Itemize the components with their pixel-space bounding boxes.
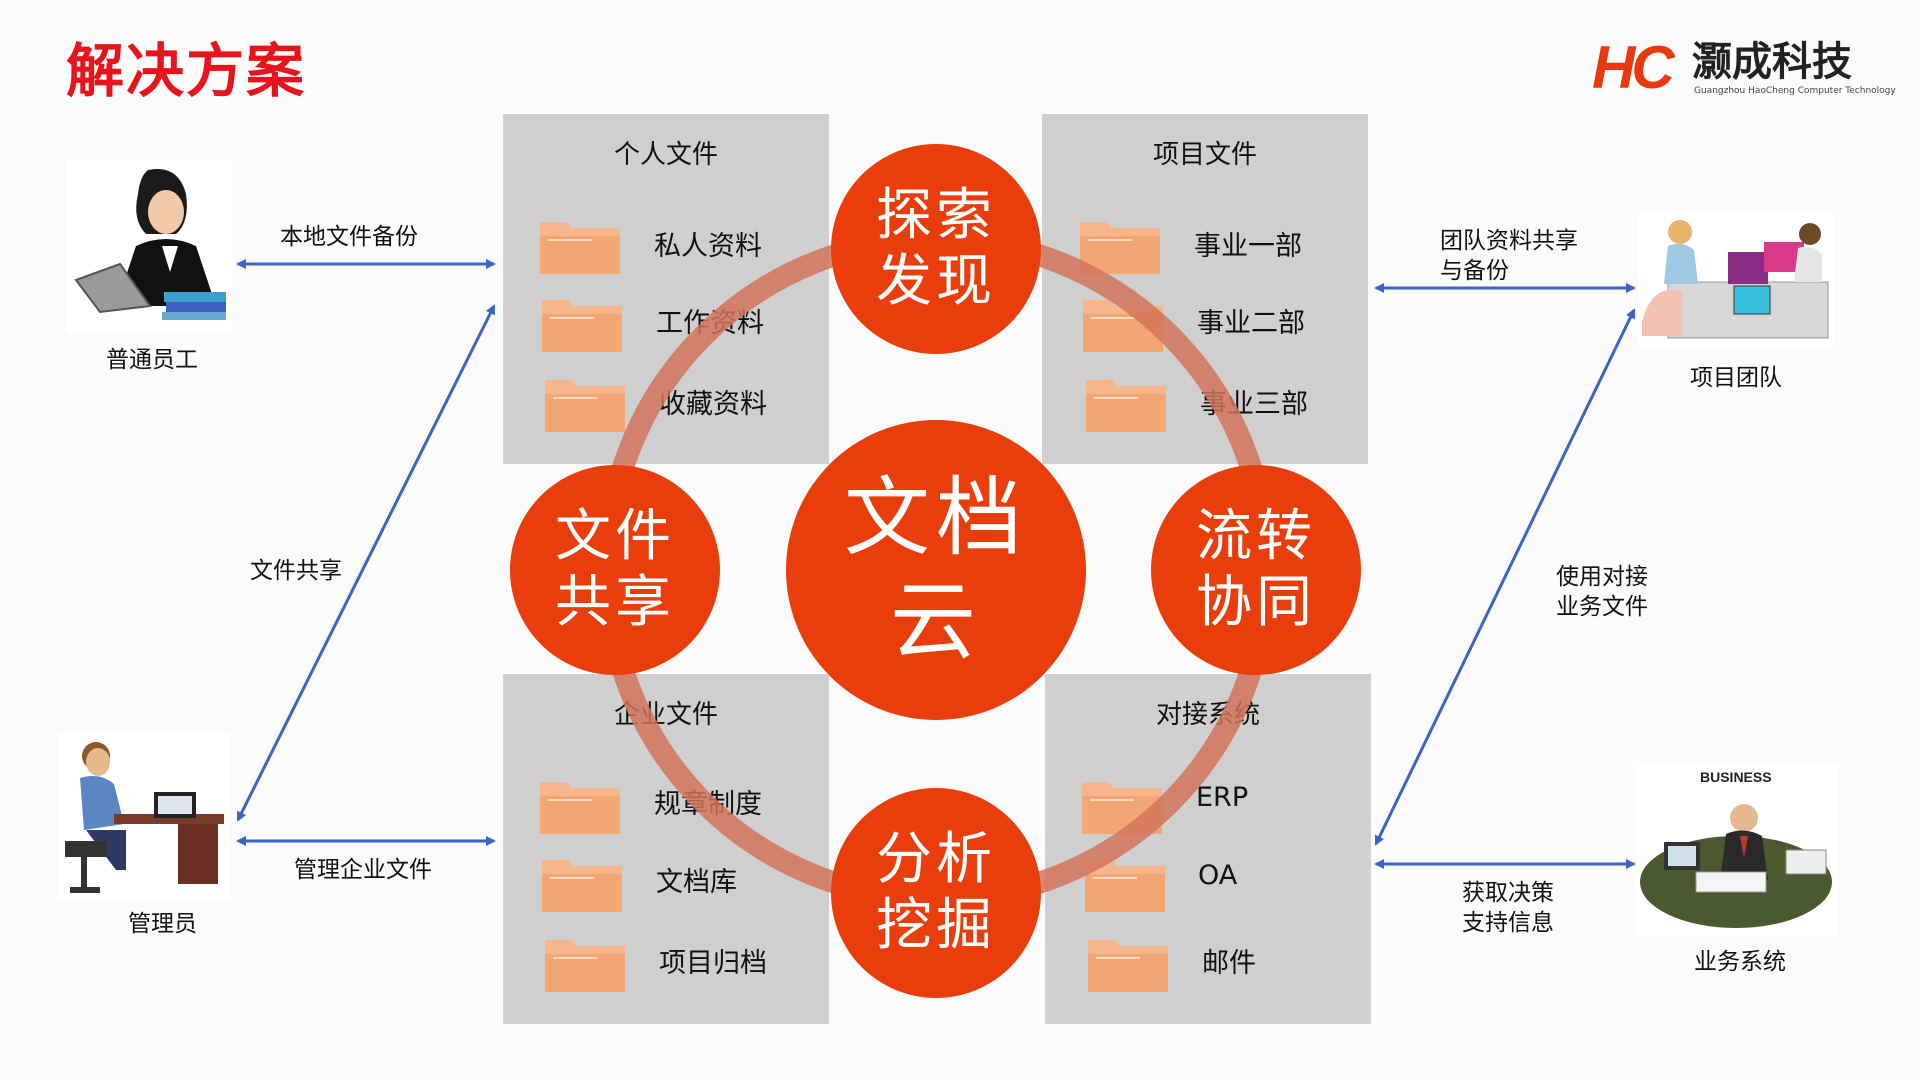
link-label-backup: 本地文件备份 <box>280 224 418 250</box>
logo-name: 灏成科技 <box>1692 39 1852 85</box>
folder-label[interactable]: 邮件 <box>1202 948 1256 979</box>
folder-icon <box>542 860 622 912</box>
link-label-line: 团队资料共享 <box>1440 228 1578 254</box>
folder-label[interactable]: 事业二部 <box>1197 308 1305 339</box>
link-label-manage: 管理企业文件 <box>294 857 432 883</box>
link-label-line: 与备份 <box>1440 258 1509 284</box>
logo-mark: HC <box>1592 34 1675 101</box>
folder-icon <box>540 782 620 834</box>
folder-icon <box>545 380 625 432</box>
folder-label[interactable]: OA <box>1198 860 1238 891</box>
folder-icon <box>1086 380 1166 432</box>
folder-icon <box>545 940 625 992</box>
company-logo: HC 灏成科技 Guangzhou HaoCheng Computer Tech… <box>1592 34 1896 104</box>
center-text: 云 <box>890 572 982 672</box>
actor-label-admin: 管理员 <box>128 911 197 937</box>
folder-icon <box>542 300 622 352</box>
panel-title: 项目文件 <box>1152 140 1257 170</box>
circle-text: 流转 <box>1196 504 1316 569</box>
folder-label[interactable]: 文档库 <box>656 867 737 898</box>
employee-illustration <box>66 160 232 334</box>
arrow-use-docs <box>1374 308 1636 846</box>
actor-label-employee: 普通员工 <box>106 347 198 373</box>
circle-file-sharing[interactable]: 文件 共享 <box>510 465 720 675</box>
folder-icon <box>540 222 620 274</box>
link-label-use-docs: 使用对接 业务文件 <box>1556 562 1648 622</box>
circle-document-cloud[interactable]: 文档 云 <box>786 420 1086 720</box>
circle-explore-discover[interactable]: 探索 发现 <box>831 144 1041 354</box>
business-sign-text: BUSINESS <box>1700 769 1772 785</box>
actor-label-team: 项目团队 <box>1690 365 1782 391</box>
link-label-line: 获取决策 <box>1462 880 1554 906</box>
team-figure-icon <box>1642 220 1829 339</box>
actor-label-business: 业务系统 <box>1694 949 1786 975</box>
folder-label[interactable]: 收藏资料 <box>659 389 767 420</box>
circle-text: 发现 <box>876 249 996 314</box>
circle-analysis-mining[interactable]: 分析 挖掘 <box>831 788 1041 998</box>
folder-icon <box>1080 222 1160 274</box>
folder-icon <box>1088 940 1168 992</box>
circle-flow-collaboration[interactable]: 流转 协同 <box>1151 465 1361 675</box>
circle-text: 文件 <box>555 504 675 569</box>
admin-illustration <box>58 734 230 900</box>
business-illustration: BUSINESS <box>1636 764 1838 936</box>
link-label-decision: 获取决策 支持信息 <box>1462 878 1554 938</box>
circle-text: 挖掘 <box>876 893 996 958</box>
folder-label[interactable]: 项目归档 <box>659 948 767 979</box>
arrow-file-share <box>236 304 496 822</box>
center-text: 文档 <box>844 468 1028 568</box>
folder-label[interactable]: 事业一部 <box>1194 231 1302 262</box>
folder-icon <box>1085 860 1165 912</box>
link-label-line: 使用对接 <box>1556 564 1648 590</box>
folder-label[interactable]: 私人资料 <box>654 231 762 262</box>
circle-text: 分析 <box>876 827 996 892</box>
circle-text: 探索 <box>876 183 996 248</box>
circle-text: 共享 <box>555 570 675 635</box>
business-figure-icon: BUSINESS <box>1640 769 1832 928</box>
circle-text: 协同 <box>1196 570 1316 635</box>
link-label-file-share: 文件共享 <box>250 558 342 584</box>
admin-figure-icon <box>65 742 224 893</box>
link-label-team-share: 团队资料共享 与备份 <box>1440 226 1578 286</box>
team-illustration <box>1638 212 1834 346</box>
folder-label[interactable]: ERP <box>1196 782 1249 813</box>
logo-subtitle: Guangzhou HaoCheng Computer Technology <box>1694 86 1896 96</box>
panel-title: 个人文件 <box>613 140 718 170</box>
page-title: 解决方案 <box>66 37 307 105</box>
employee-figure-icon <box>74 169 226 320</box>
link-label-line: 业务文件 <box>1556 594 1648 620</box>
link-label-line: 支持信息 <box>1462 910 1554 936</box>
